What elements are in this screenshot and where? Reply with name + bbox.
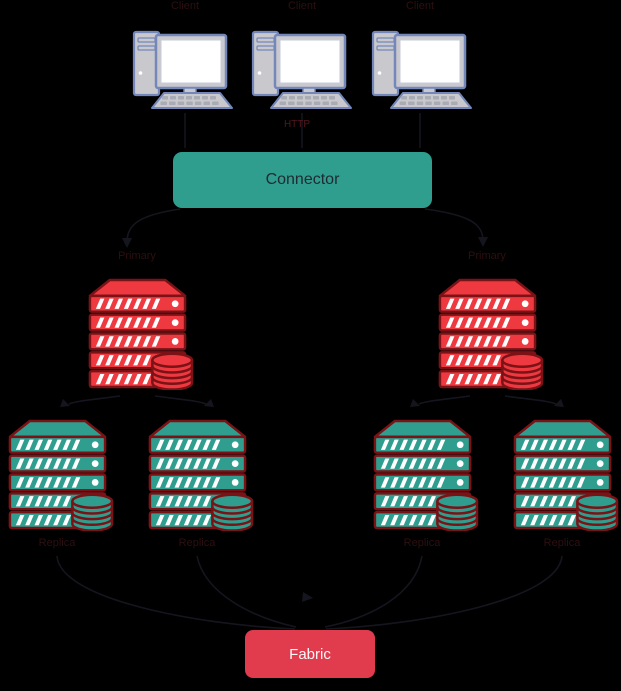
primary-server-stack-icon: [430, 277, 545, 391]
replica-server-stack-icon: [0, 418, 115, 532]
link-label: HTTP: [283, 119, 311, 130]
replica-server-stack-icon: [505, 418, 620, 532]
replica-label: Replica: [38, 537, 76, 549]
replica-label: Replica: [543, 537, 581, 549]
replica-label: Replica: [403, 537, 441, 549]
client-label: Client: [287, 0, 317, 12]
replica-server-stack-icon: [365, 418, 480, 532]
client-computer-icon: [131, 25, 235, 111]
client-label: Client: [405, 0, 435, 12]
replica-server-stack-icon: [140, 418, 255, 532]
primary-label: Primary: [118, 250, 156, 262]
client-computer-icon: [250, 25, 354, 111]
primary-server-stack-icon: [80, 277, 195, 391]
fabric-node: Fabric: [245, 630, 375, 678]
primary-label: Primary: [468, 250, 506, 262]
connector-node: Connector: [173, 152, 432, 208]
fabric-node-label: Fabric: [289, 645, 331, 663]
client-label: Client: [170, 0, 200, 12]
replica-label: Replica: [178, 537, 216, 549]
client-computer-icon: [370, 25, 474, 111]
connector-node-label: Connector: [265, 171, 340, 188]
